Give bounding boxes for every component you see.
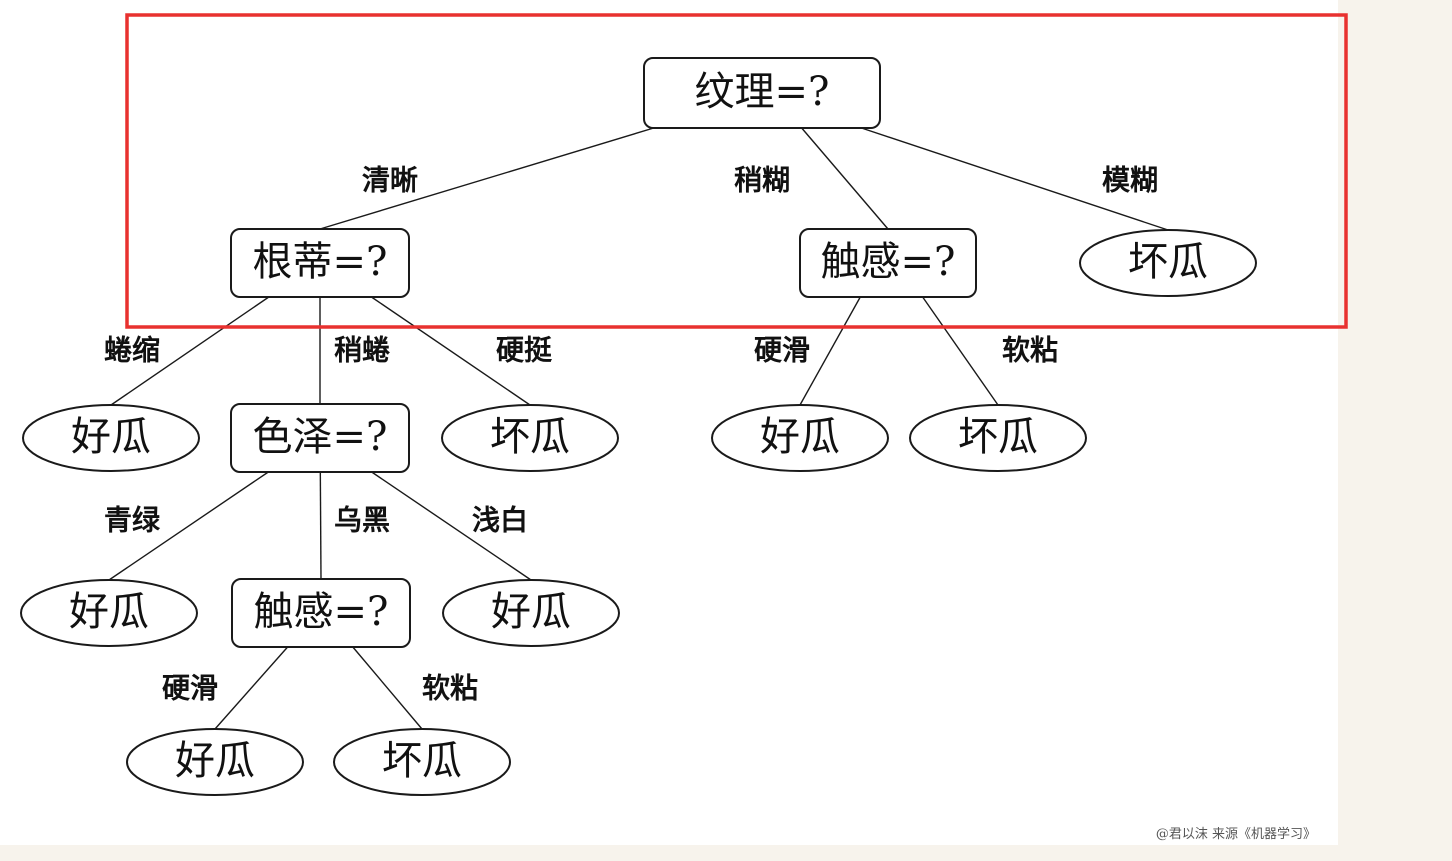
- node-label: 好瓜: [69, 589, 149, 635]
- edges-layer: [108, 127, 1169, 730]
- edge-label: 硬滑: [162, 672, 218, 705]
- edge-root-to-chugan1: [801, 127, 889, 230]
- edge-label: 清晰: [362, 164, 418, 197]
- edge-root-to-gendi: [319, 127, 654, 230]
- leaf-ellipse: [22, 404, 200, 472]
- decision-node-root: 纹理=?: [643, 57, 881, 129]
- leaf-ellipse: [126, 728, 304, 796]
- edge-label: 软粘: [1002, 334, 1058, 367]
- leaf-node-leaf-yingting: 坏瓜: [441, 404, 619, 472]
- decision-box: [643, 57, 881, 129]
- node-label: 触感=?: [254, 589, 389, 635]
- decision-box: [799, 228, 977, 298]
- leaf-node-leaf-qianbai: 好瓜: [442, 579, 620, 647]
- leaf-node-leaf-quansuo: 好瓜: [22, 404, 200, 472]
- leaf-node-leaf-chugan1-yinghua: 好瓜: [711, 404, 889, 472]
- node-label: 坏瓜: [382, 738, 462, 784]
- edge-label: 硬挺: [496, 334, 553, 367]
- credit-text: @君以沫 来源《机器学习》: [1156, 826, 1316, 842]
- edge-chugan1-to-leaf-chugan1-ruannian: [922, 296, 999, 406]
- decision-box: [230, 228, 410, 298]
- edge-chugan2-to-leaf-chugan2-yinghua: [214, 646, 289, 730]
- edge-gendi-to-leaf-quansuo: [110, 296, 270, 406]
- decision-node-chugan2: 触感=?: [231, 578, 411, 648]
- edge-label: 模糊: [1102, 164, 1158, 197]
- edge-label: 青绿: [104, 504, 161, 537]
- edge-gendi-to-leaf-yingting: [371, 296, 531, 406]
- node-label: 好瓜: [71, 414, 151, 460]
- edge-label: 蜷缩: [104, 334, 160, 367]
- edge-label: 稍糊: [734, 164, 790, 197]
- leaf-ellipse: [441, 404, 619, 472]
- node-label: 好瓜: [491, 589, 571, 635]
- decision-node-gendi: 根蒂=?: [230, 228, 410, 298]
- edge-seze-to-chugan2: [319, 471, 322, 580]
- leaf-node-leaf-chugan2-ruannian: 坏瓜: [333, 728, 511, 796]
- leaf-ellipse: [20, 579, 198, 647]
- node-label: 根蒂=?: [253, 239, 388, 285]
- edge-seze-to-leaf-qinglv: [108, 471, 269, 581]
- leaf-node-leaf-chugan2-yinghua: 好瓜: [126, 728, 304, 796]
- node-label: 色泽=?: [253, 414, 388, 460]
- leaf-node-leaf-chugan1-ruannian: 坏瓜: [909, 404, 1087, 472]
- leaf-ellipse: [333, 728, 511, 796]
- edge-label: 软粘: [422, 672, 478, 705]
- decision-node-seze: 色泽=?: [230, 403, 410, 473]
- node-label: 坏瓜: [958, 414, 1038, 460]
- node-label: 好瓜: [760, 414, 840, 460]
- leaf-ellipse: [909, 404, 1087, 472]
- edge-label: 乌黑: [334, 504, 390, 537]
- edge-chugan2-to-leaf-chugan2-ruannian: [352, 646, 423, 730]
- node-label: 坏瓜: [1128, 239, 1208, 285]
- diagram-paper: [0, 0, 1338, 845]
- edge-root-to-leaf-mohu: [861, 127, 1169, 231]
- edge-label: 稍蜷: [334, 334, 391, 367]
- decision-node-chugan1: 触感=?: [799, 228, 977, 298]
- leaf-ellipse: [711, 404, 889, 472]
- edge-seze-to-leaf-qianbai: [371, 471, 532, 581]
- leaf-ellipse: [1079, 229, 1257, 297]
- node-label: 坏瓜: [490, 414, 570, 460]
- edge-labels-layer: 清晰稍糊模糊蜷缩稍蜷硬挺硬滑软粘青绿乌黑浅白硬滑软粘: [104, 164, 1158, 705]
- decision-box: [231, 578, 411, 648]
- leaf-node-leaf-mohu: 坏瓜: [1079, 229, 1257, 297]
- nodes-layer: 纹理=?根蒂=?触感=?坏瓜好瓜色泽=?坏瓜好瓜坏瓜好瓜触感=?好瓜好瓜坏瓜: [20, 57, 1257, 796]
- node-label: 纹理=?: [695, 69, 830, 115]
- highlight-box: [125, 13, 1348, 329]
- edge-chugan1-to-leaf-chugan1-yinghua: [799, 296, 861, 406]
- edge-label: 浅白: [472, 504, 528, 537]
- node-label: 触感=?: [821, 239, 956, 285]
- node-label: 好瓜: [175, 738, 255, 784]
- leaf-ellipse: [442, 579, 620, 647]
- decision-box: [230, 403, 410, 473]
- edge-label: 硬滑: [754, 334, 810, 367]
- leaf-node-leaf-qinglv: 好瓜: [20, 579, 198, 647]
